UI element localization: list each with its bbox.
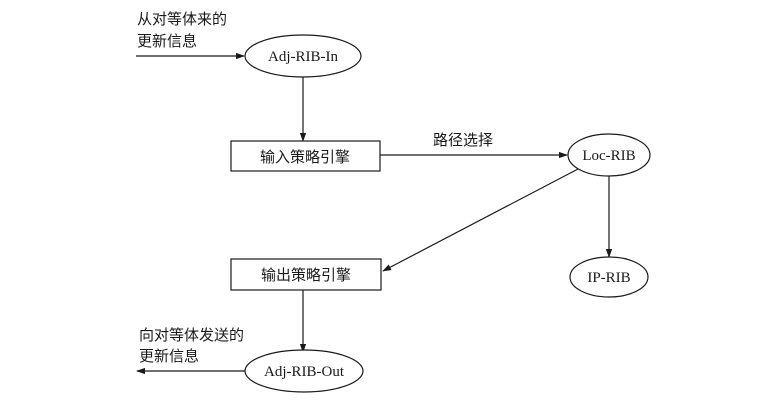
incoming-updates-label-line2: 更新信息 [137, 32, 197, 50]
node-ip-rib-label: IP-RIB [587, 270, 630, 286]
node-input-policy-engine-label: 输入策略引擎 [260, 148, 350, 166]
node-loc-rib: Loc-RIB [567, 133, 651, 177]
node-ip-rib: IP-RIB [569, 256, 649, 298]
node-adj-rib-out-label: Adj-RIB-Out [264, 364, 345, 380]
edge-loc-rib-to-output-engine [382, 168, 579, 272]
outgoing-updates-label-line1: 向对等体发送的 [139, 326, 244, 344]
node-output-policy-engine: 输出策略引擎 [230, 258, 382, 291]
node-adj-rib-in: Adj-RIB-In [244, 34, 362, 78]
outgoing-updates-label-line2: 更新信息 [139, 347, 199, 365]
incoming-updates-label-line1: 从对等体来的 [137, 10, 227, 28]
node-adj-rib-in-label: Adj-RIB-In [268, 49, 338, 65]
node-adj-rib-out: Adj-RIB-Out [244, 349, 364, 393]
path-selection-label: 路径选择 [433, 131, 493, 149]
node-input-policy-engine: 输入策略引擎 [230, 140, 381, 172]
node-loc-rib-label: Loc-RIB [582, 148, 635, 164]
node-output-policy-engine-label: 输出策略引擎 [261, 266, 351, 284]
